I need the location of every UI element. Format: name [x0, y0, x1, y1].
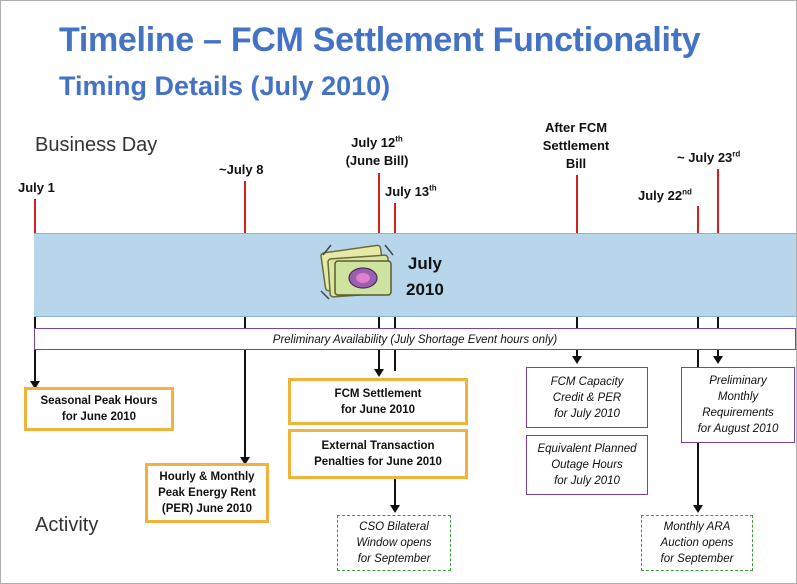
box-seasonal-peak-line1: Seasonal Peak Hours: [40, 395, 158, 407]
date-july-13-sup: th: [429, 183, 437, 193]
box-seasonal-peak-hours: Seasonal Peak Hours for June 2010: [24, 387, 174, 431]
box-ara-line2: Auction opens: [660, 537, 734, 549]
month-label-line2: 2010: [406, 280, 444, 299]
box-prelim-monthly-line3: Requirements: [702, 407, 774, 419]
preliminary-availability-bar: Preliminary Availability (July Shortage …: [34, 328, 796, 350]
box-cso-line2: Window opens: [356, 537, 432, 549]
box-cso-line1: CSO Bilateral: [359, 521, 429, 533]
tick-july-1: [34, 199, 36, 233]
date-july-12-sub: (June Bill): [345, 153, 409, 168]
arrowhead-july-13: [390, 505, 400, 513]
box-fcm-settlement-line1: FCM Settlement: [334, 387, 422, 400]
date-after-fcm: After FCM Settlement Bill: [528, 119, 624, 173]
date-july-13: July 13th: [385, 183, 437, 201]
box-ara-line1: Monthly ARA: [663, 521, 731, 533]
connector-july-8: [244, 315, 246, 459]
arrowhead-july-1: [30, 381, 40, 389]
slide-title: Timeline – FCM Settlement Functionality: [59, 21, 701, 59]
month-band: [34, 233, 796, 317]
date-july-23-main: ~ July 23: [677, 150, 733, 165]
arrowhead-july-8: [240, 457, 250, 465]
date-july-22-sup: nd: [682, 187, 692, 197]
box-ara-line3: for September: [660, 553, 734, 565]
date-july-12-sup: th: [395, 134, 403, 144]
box-seasonal-peak-line2: for June 2010: [61, 411, 137, 423]
box-prelim-monthly-line2: Monthly: [717, 391, 759, 403]
arrowhead-after-fcm: [572, 356, 582, 364]
box-per-line2: Peak Energy Rent: [158, 487, 256, 499]
arrowhead-july-12: [374, 369, 384, 377]
month-label-line1: July: [407, 254, 442, 273]
box-prelim-monthly-line1: Preliminary: [709, 375, 767, 387]
date-july-12-main: July 12: [351, 135, 396, 150]
box-equiv-outage-line3: for July 2010: [554, 475, 620, 487]
slide-subtitle: Timing Details (July 2010): [59, 71, 391, 101]
date-july-1: July 1: [18, 180, 55, 195]
box-external-tx-line1: External Transaction: [321, 440, 435, 452]
box-equiv-outage-line2: Outage Hours: [551, 459, 623, 471]
date-july-23: ~ July 23rd: [677, 149, 740, 167]
box-fcm-settlement-line2: for June 2010: [340, 403, 416, 416]
date-july-8: ~July 8: [219, 162, 264, 177]
money-icon: [320, 244, 394, 300]
tick-july-12: [378, 173, 380, 233]
box-prelim-monthly-line4: for August 2010: [697, 423, 779, 435]
tick-after-fcm: [576, 175, 578, 233]
box-fcm-capacity-line2: Credit & PER: [552, 391, 622, 404]
month-label: July 2010: [406, 251, 444, 303]
tick-july-22: [697, 206, 699, 233]
date-july-13-main: July 13: [385, 184, 430, 199]
tick-july-13: [394, 203, 396, 233]
box-monthly-ara-auction: Monthly ARA Auction opens for September: [641, 515, 753, 571]
date-july-12: July 12th (June Bill): [337, 134, 417, 170]
box-per-line3: (PER) June 2010: [161, 503, 253, 515]
tick-july-8: [244, 181, 246, 233]
arrowhead-july-22: [693, 505, 703, 513]
arrowhead-july-23: [713, 356, 723, 364]
box-fcm-capacity-line1: FCM Capacity: [550, 375, 624, 388]
date-july-22-main: July 22: [638, 188, 683, 203]
box-external-tx-line2: Penalties for June 2010: [314, 456, 442, 468]
box-cso-line3: for September: [357, 553, 431, 565]
date-july-22: July 22nd: [638, 187, 692, 205]
date-after-fcm-line2: Settlement: [542, 138, 610, 153]
box-fcm-settlement: FCM Settlement for June 2010: [288, 378, 468, 425]
connector-july-13-lower: [394, 477, 396, 507]
date-july-23-sup: rd: [732, 149, 741, 159]
date-after-fcm-line1: After FCM: [544, 120, 608, 135]
activity-label: Activity: [35, 514, 99, 536]
business-day-label: Business Day: [35, 134, 158, 156]
tick-july-23: [717, 169, 719, 233]
box-equiv-outage-line1: Equivalent Planned: [537, 443, 637, 455]
box-per-line1: Hourly & Monthly: [159, 471, 255, 483]
date-after-fcm-line3: Bill: [565, 156, 587, 171]
box-fcm-capacity-line3: for July 2010: [554, 407, 620, 420]
